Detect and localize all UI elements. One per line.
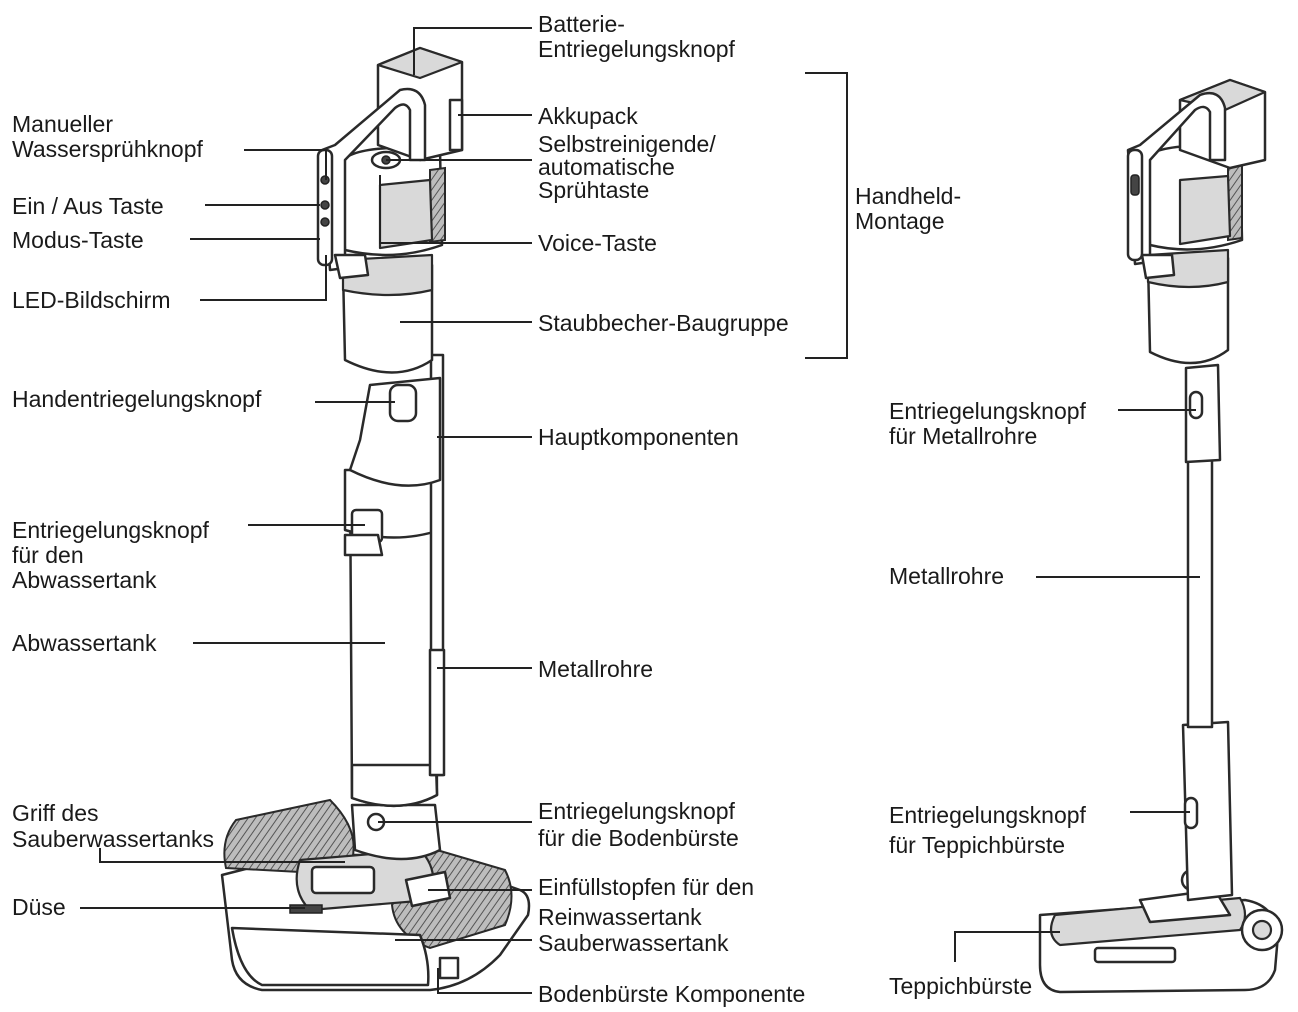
leader-voice (379, 175, 532, 244)
leader-carpet-brush (954, 931, 1060, 962)
waste-tank-band-bottom (350, 763, 439, 807)
label-self-clean: Selbstreinigende/ automatische Sprühtast… (538, 131, 716, 203)
label-battery-release: Batterie- Entriegelungsknopf (538, 11, 735, 62)
label-clean-water-tank: Sauberwassertank (538, 930, 729, 956)
trigger (333, 253, 370, 280)
label-main-components: Hauptkomponenten (538, 424, 739, 450)
right-handle (1126, 91, 1227, 266)
label-floor-brush-release: Entriegelungsknopf für die Bodenbürste (538, 798, 739, 851)
label-hand-release: Handentriegelungsknopf (12, 386, 262, 412)
label-handheld: Handheld- Montage (855, 183, 962, 234)
label-dust-cup: Staubbecher-Baugruppe (538, 310, 789, 336)
main-tube-lower (428, 648, 446, 777)
right-motor-side (1178, 174, 1232, 246)
handheld-bracket (805, 72, 848, 359)
label-on-off: Ein / Aus Taste (12, 193, 164, 219)
leader-floor-brush (437, 968, 532, 994)
stick-vacuum-illustration (1038, 78, 1284, 994)
leader-lines (80, 27, 1200, 994)
label-manual-spray: Manueller Wassersprühknopf (12, 111, 203, 162)
motor-side (378, 178, 434, 250)
mode-button (320, 217, 330, 227)
floor-brush-foot (438, 956, 460, 980)
label-mode: Modus-Taste (12, 227, 144, 253)
leader-battery-release (413, 27, 532, 75)
carpet-wheel-hub (1251, 919, 1273, 941)
label-clean-tank-handle: Griff des Sauberwassertanks (12, 800, 214, 852)
right-control-panel (1126, 148, 1144, 262)
right-metal-tube (1186, 453, 1214, 729)
label-nozzle: Düse (12, 894, 66, 920)
label-waste-release: Entriegelungsknopf für den Abwassertank (12, 517, 209, 593)
battery-front (448, 98, 464, 152)
right-screen (1130, 174, 1140, 196)
leader-led (200, 255, 327, 301)
tube-release-button (1188, 390, 1204, 420)
label-metal-tube-right: Metallrohre (889, 563, 1005, 589)
label-clean-water-cap: Einfüllstopfen für den Reinwassertank (538, 874, 755, 930)
wet-vacuum-illustration (220, 46, 531, 992)
label-carpet-brush: Teppichbürste (889, 973, 1033, 999)
battery-top (376, 46, 464, 80)
floor-brush-front (230, 926, 430, 987)
label-floor-brush: Bodenbürste Komponente (538, 981, 806, 1007)
label-waste-tank: Abwassertank (12, 630, 157, 656)
label-led: LED-Bildschirm (12, 287, 171, 313)
label-carpet-release: Entriegelungsknopf für Teppichbürste (889, 802, 1086, 858)
leader-clean-tank-handle (99, 848, 345, 863)
waste-tank-lip (343, 533, 384, 557)
label-tube-release-right: Entriegelungsknopf für Metallrohre (889, 398, 1086, 449)
label-voice: Voice-Taste (538, 230, 657, 256)
handle (320, 87, 427, 272)
connector-body (348, 376, 442, 487)
right-trigger (1140, 253, 1176, 280)
label-metal-tube-main: Metallrohre (538, 656, 654, 682)
leader-manual-spray (244, 149, 327, 180)
on-off-button (320, 200, 330, 210)
floor-brush-window (310, 865, 376, 895)
carpet-brush-window (1093, 946, 1177, 964)
brush-neck (350, 803, 442, 861)
label-battery-pack: Akkupack (538, 103, 638, 129)
